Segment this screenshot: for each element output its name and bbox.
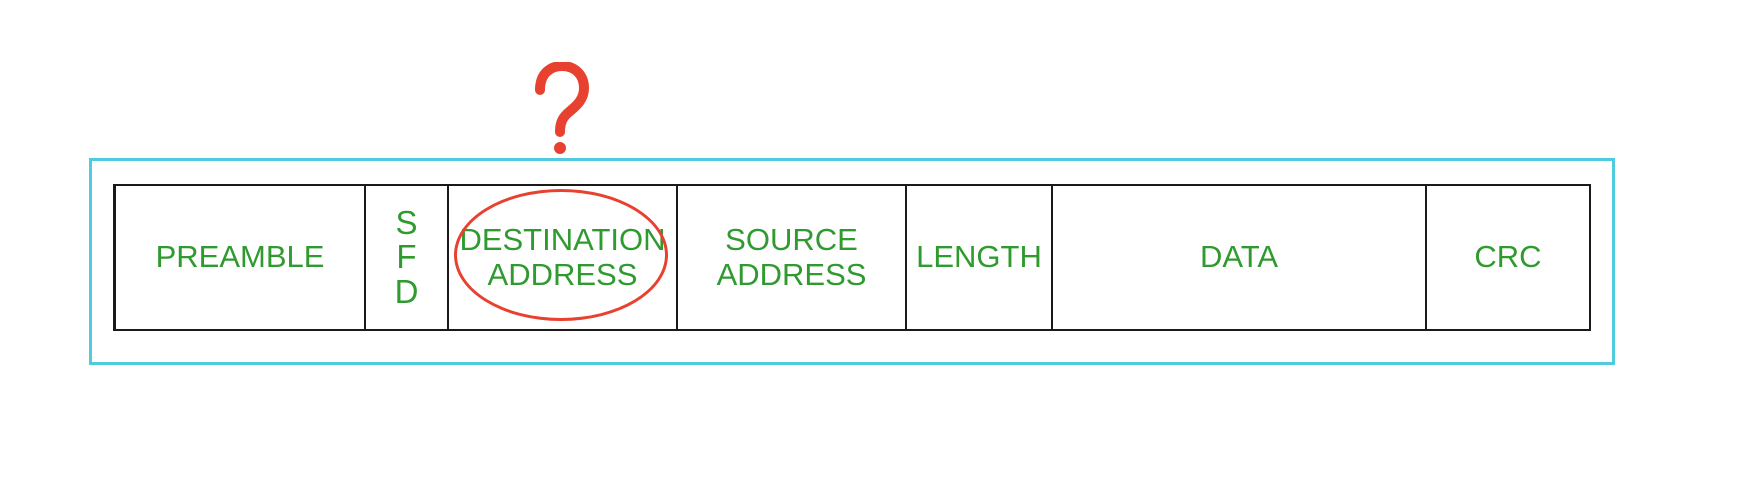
field-crc: CRC [1427, 186, 1589, 329]
field-sfd: S F D [366, 186, 449, 329]
field-preamble-label: PREAMBLE [155, 239, 325, 275]
field-source-address: SOURCE ADDRESS [678, 186, 907, 329]
question-mark-icon [535, 62, 589, 154]
field-sfd-label: S F D [394, 203, 419, 310]
diagram-outer-frame [89, 158, 1615, 365]
field-preamble: PREAMBLE [116, 186, 366, 329]
field-length: LENGTH [907, 186, 1053, 329]
field-crc-label: CRC [1474, 239, 1542, 275]
field-length-label: LENGTH [916, 239, 1042, 275]
field-data-label: DATA [1199, 239, 1279, 275]
field-destination-address: DESTINATION ADDRESS [449, 186, 678, 329]
ethernet-frame-diagram: PREAMBLE S F D DESTINATION ADDRESS SOURC… [113, 184, 1591, 331]
field-data: DATA [1053, 186, 1427, 329]
field-source-address-label: SOURCE ADDRESS [716, 221, 867, 292]
field-destination-address-label: DESTINATION ADDRESS [459, 221, 666, 292]
